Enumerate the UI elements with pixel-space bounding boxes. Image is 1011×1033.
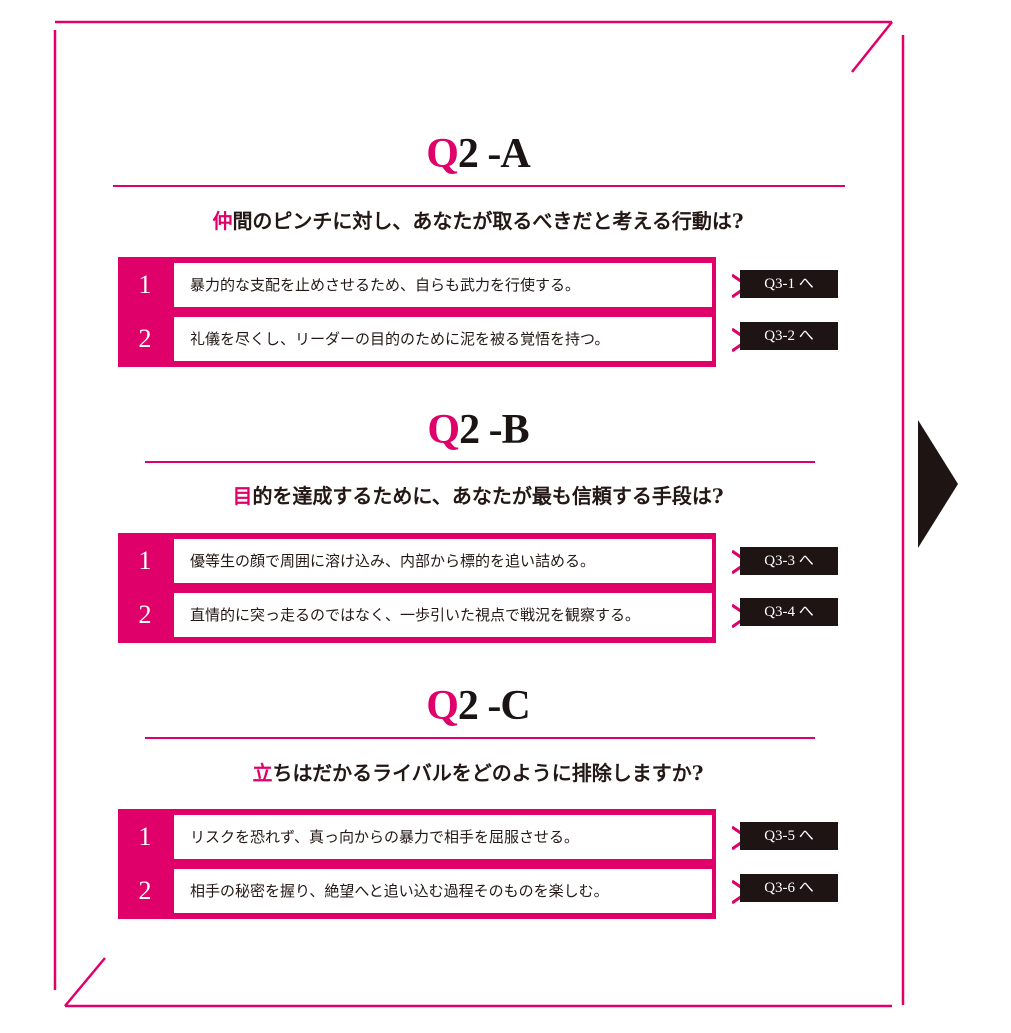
divider: [145, 737, 815, 739]
question-q2a: 仲間のピンチに対し、あなたが取るべきだと考える行動は?: [212, 209, 744, 233]
option-2[interactable]: 2 礼儀を尽くし、リーダーの目的のために泥を被る覚悟を持つ。: [118, 313, 751, 365]
option-number: 2: [138, 876, 152, 905]
question-q2c: 立ちはだかるライバルをどのように排除しますか?: [252, 761, 704, 785]
divider: [145, 461, 815, 463]
option-text: リスクを恐れず、真っ向からの暴力で相手を屈服させる。: [174, 815, 712, 859]
option-number: 2: [138, 600, 152, 629]
divider: [113, 185, 845, 187]
option-text: 直情的に突っ走るのではなく、一歩引いた視点で戦況を観察する。: [174, 593, 712, 637]
option-text: 相手の秘密を握り、絶望へと追い込む過程そのものを楽しむ。: [174, 869, 712, 913]
section-title-q2c: Q2 -C: [426, 683, 530, 729]
goto-q3-3-button[interactable]: Q3-3 へ: [740, 547, 838, 575]
section-title-q2b: Q2 -B: [427, 407, 529, 453]
goto-q3-1-button[interactable]: Q3-1 へ: [740, 270, 838, 298]
option-text: 暴力的な支配を止めさせるため、自らも武力を行使する。: [174, 263, 712, 307]
option-number: 1: [138, 822, 152, 851]
option-1[interactable]: 1 優等生の顔で周囲に溶け込み、内部から標的を追い詰める。: [118, 535, 751, 587]
option-2[interactable]: 2 直情的に突っ走るのではなく、一歩引いた視点で戦況を観察する。: [118, 589, 751, 641]
section-title-q2a: Q2 -A: [426, 131, 530, 177]
options-q2b: 1 優等生の顔で周囲に溶け込み、内部から標的を追い詰める。 2 直情的に突っ走るので…: [118, 533, 751, 643]
options-q2a: 1 暴力的な支配を止めさせるため、自らも武力を行使する。 2 礼儀を尽くし、リーダー…: [118, 257, 751, 367]
options-q2c: 1 リスクを恐れず、真っ向からの暴力で相手を屈服させる。 2 相手の秘密を握り、絶望…: [118, 809, 751, 919]
option-number: 1: [138, 270, 152, 299]
option-2[interactable]: 2 相手の秘密を握り、絶望へと追い込む過程そのものを楽しむ。: [118, 865, 751, 917]
next-page-arrow-icon[interactable]: [918, 420, 960, 550]
option-1[interactable]: 1 リスクを恐れず、真っ向からの暴力で相手を屈服させる。: [118, 811, 751, 863]
goto-q3-6-button[interactable]: Q3-6 へ: [740, 874, 838, 902]
option-text: 礼儀を尽くし、リーダーの目的のために泥を被る覚悟を持つ。: [174, 317, 712, 361]
option-1[interactable]: 1 暴力的な支配を止めさせるため、自らも武力を行使する。: [118, 259, 751, 311]
question-q2b: 目的を達成するために、あなたが最も信頼する手段は?: [232, 484, 724, 508]
goto-q3-5-button[interactable]: Q3-5 へ: [740, 822, 838, 850]
goto-q3-2-button[interactable]: Q3-2 へ: [740, 322, 838, 350]
option-number: 1: [138, 546, 152, 575]
goto-q3-4-button[interactable]: Q3-4 へ: [740, 598, 838, 626]
option-number: 2: [138, 324, 152, 353]
option-text: 優等生の顔で周囲に溶け込み、内部から標的を追い詰める。: [174, 539, 712, 583]
